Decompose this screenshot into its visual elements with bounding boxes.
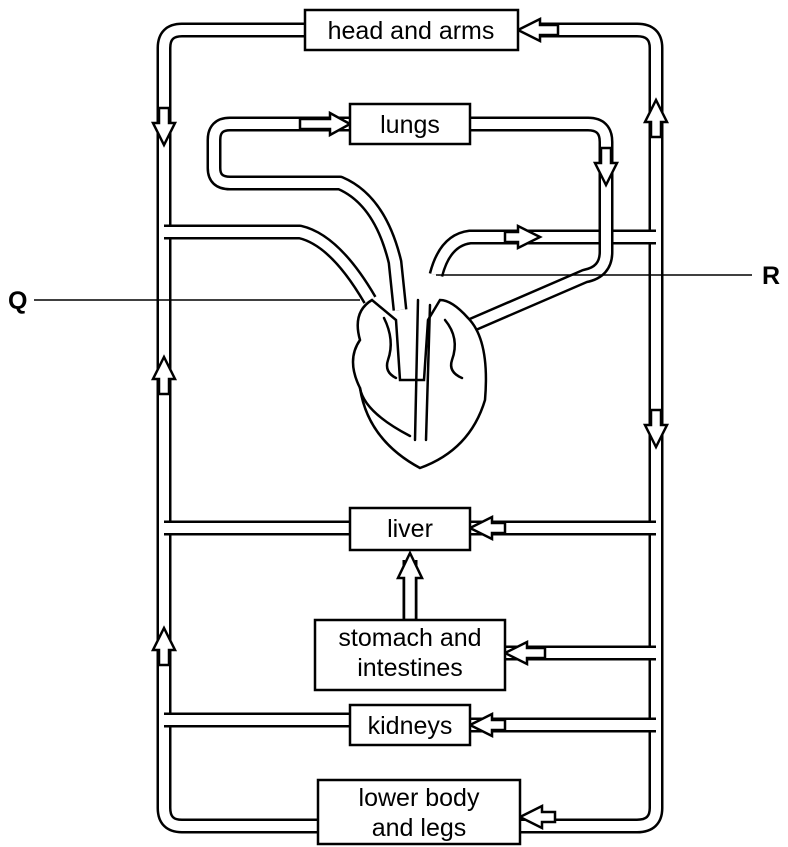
organ-liver: liver — [350, 508, 470, 550]
label-r-text: R — [762, 262, 780, 290]
kidneys-label: kidneys — [368, 712, 453, 740]
arrow-into-lungs — [300, 113, 350, 135]
label-q-text: Q — [8, 287, 27, 315]
arrow-left-up-mid — [153, 357, 175, 394]
arrow-left-up-lower — [153, 628, 175, 665]
arrow-into-stomach — [505, 642, 545, 664]
lungs-label: lungs — [380, 111, 440, 139]
arrow-into-liver — [470, 517, 505, 539]
liver-label: liver — [387, 515, 433, 543]
heart — [353, 300, 486, 468]
head-and-arms-label: head and arms — [328, 17, 495, 45]
right-outer-vessel — [520, 30, 656, 826]
arrow-pulmonary-down — [595, 148, 617, 185]
lower-body-label-line1: lower body — [359, 784, 480, 812]
arrow-aorta-right — [505, 226, 540, 248]
organ-head-and-arms: head and arms — [305, 10, 518, 50]
lower-body-label-line2: and legs — [372, 814, 467, 842]
organ-stomach-and-intestines: stomach and intestines — [315, 620, 505, 690]
arrow-into-kidneys — [470, 714, 505, 736]
arrow-right-down-mid — [645, 410, 667, 447]
arrow-left-down-top — [153, 108, 175, 145]
arrow-right-up-top — [645, 100, 667, 137]
stomach-label-line2: intestines — [357, 654, 463, 682]
arrow-portal-up — [398, 553, 422, 620]
stomach-label-line1: stomach and — [338, 624, 481, 652]
organ-kidneys: kidneys — [350, 705, 470, 745]
organ-lungs: lungs — [350, 104, 470, 144]
left-outer-vessel — [164, 30, 318, 826]
label-q: Q — [8, 287, 360, 315]
organ-lower-body-and-legs: lower body and legs — [318, 780, 520, 844]
arrow-into-head — [518, 19, 558, 41]
